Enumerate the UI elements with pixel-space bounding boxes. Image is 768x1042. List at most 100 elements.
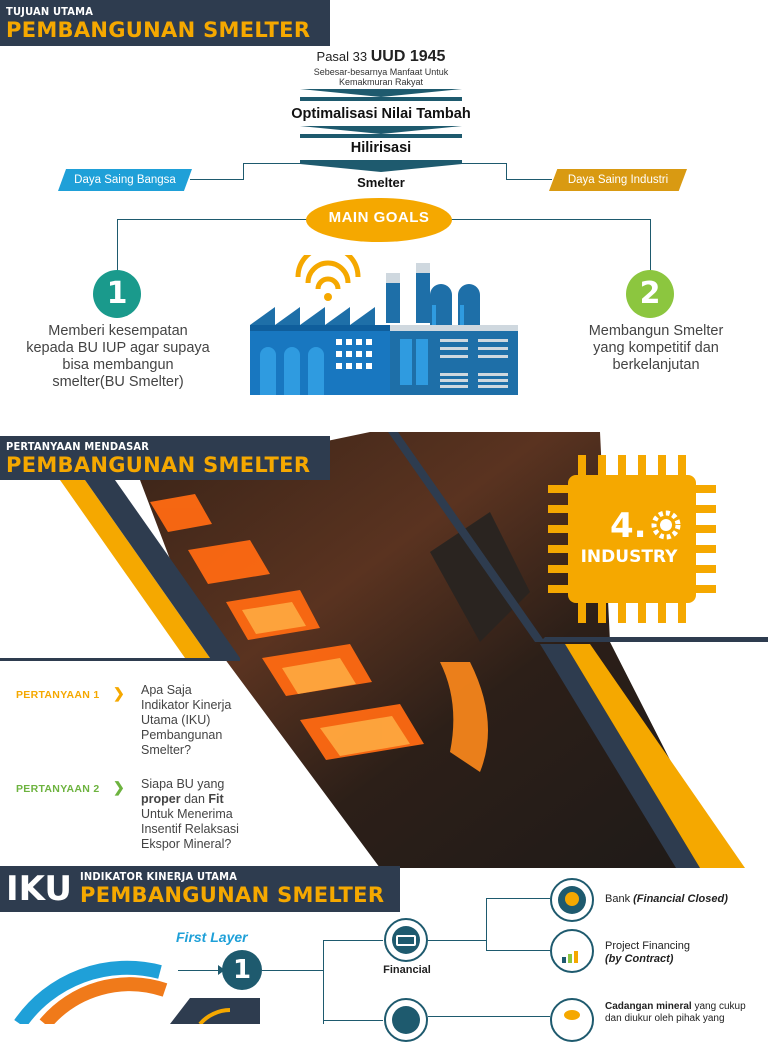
question2-label: PERTANYAAN 2 — [16, 783, 100, 795]
question2-text: Siapa BU yang proper dan Fit Untuk Mener… — [141, 777, 239, 852]
tag-daya-saing-industri: Daya Saing Industri — [549, 169, 687, 191]
section3-header: IKU INDIKATOR KINERJA UTAMA PEMBANGUNAN … — [0, 866, 400, 912]
q2-line1: Siapa BU yang — [141, 777, 225, 791]
q1-line3: Utama (IKU) — [141, 713, 211, 727]
goal2-line3: berkelanjutan — [612, 357, 700, 373]
industry-chip-icon — [548, 455, 716, 623]
goals-line-right-v — [650, 219, 651, 271]
q1-line5: Smelter? — [141, 743, 192, 757]
section2-header-title: PEMBANGUNAN SMELTER — [6, 453, 311, 477]
financial-label: Financial — [383, 964, 431, 976]
first-layer-label: First Layer — [176, 929, 248, 945]
chevron-right-icon: ❯ — [113, 685, 125, 701]
chart-bars-icon — [562, 949, 582, 963]
chevron-3 — [300, 164, 462, 172]
q1-line2: Indikator Kinerja — [141, 698, 232, 712]
section2-header-small: PERTANYAAN MENDASAR — [6, 440, 150, 453]
pasal-sub2: Kemakmuran Rakyat — [338, 77, 424, 87]
money-bill-icon — [396, 935, 416, 946]
pf-line1: Project Financing — [605, 940, 690, 952]
question1-text: Apa Saja Indikator Kinerja Utama (IKU) P… — [141, 683, 231, 758]
bank-prefix: Bank — [605, 893, 634, 905]
cadangan-text: Cadangan mineral yang cukup dan diukur o… — [605, 1001, 746, 1025]
section1-header-small: TUJUAN UTAMA — [6, 5, 94, 18]
bank-icon — [550, 878, 594, 922]
step-hilirisasi: Hilirisasi — [350, 140, 412, 156]
pf-line2: (by Contract) — [605, 953, 674, 965]
goal1-text: Memberi kesempatan kepada BU IUP agar su… — [12, 323, 224, 391]
cad-line2: dan diukur oleh pihak yang — [605, 1013, 725, 1024]
bar-3 — [300, 160, 462, 164]
section1-header-title: PEMBANGUNAN SMELTER — [6, 18, 311, 42]
layer-donut — [14, 960, 260, 1024]
cad-line1: Cadangan mineral yang cukup — [605, 1001, 746, 1013]
robot-icon — [384, 998, 428, 1042]
q2-line4: Insentif Relaksasi — [141, 822, 239, 836]
cad-bold: Cadangan mineral — [605, 1001, 692, 1012]
industry-label: INDUSTRY — [580, 547, 678, 567]
pasal-prefix: Pasal 33 — [316, 49, 368, 64]
connector-right-h — [462, 163, 506, 164]
connector-left-h2 — [190, 179, 244, 180]
step-optimalisasi: Optimalisasi Nilai Tambah — [291, 106, 471, 122]
arrow-line — [178, 970, 222, 971]
chevron-2 — [300, 126, 462, 134]
tree-line-c — [323, 940, 383, 941]
layer-number: 1 — [222, 950, 262, 990]
connector-right-v — [506, 163, 507, 180]
q1-line1: Apa Saja — [141, 683, 192, 697]
tag-daya-saing-bangsa: Daya Saing Bangsa — [58, 169, 192, 191]
goal2-text: Membangun Smelter yang kompetitif dan be… — [556, 323, 756, 374]
goals-line-left-v — [117, 219, 118, 271]
q2-line2: proper dan Fit — [141, 792, 239, 807]
project-financing-text: Project Financing (by Contract) — [605, 940, 690, 966]
connector-right-h2 — [506, 179, 552, 180]
pasal-bold: UUD 1945 — [370, 48, 446, 65]
financial-icon — [384, 918, 428, 962]
q2-bold-proper: proper — [141, 792, 181, 806]
goal1-number: 1 — [93, 270, 141, 318]
main-goals-badge: MAIN GOALS — [306, 198, 452, 242]
goal1-line2: kepada BU IUP agar supaya — [26, 340, 210, 356]
section3-header-small: INDIKATOR KINERJA UTAMA — [80, 870, 238, 883]
mineral-icon — [550, 998, 594, 1042]
coins-icon — [564, 1010, 580, 1020]
q2-bold-fit: Fit — [208, 792, 224, 806]
tree-line-g — [486, 898, 550, 899]
goal2-line2: yang kompetitif dan — [593, 340, 719, 356]
arrow-head-icon — [218, 965, 225, 975]
tree-line-d — [323, 1020, 383, 1021]
goal2-number: 2 — [626, 270, 674, 318]
connector-left-v — [243, 163, 244, 180]
chevron-right-icon: ❯ — [113, 779, 125, 795]
q2-line3: Untuk Menerima — [141, 807, 233, 821]
bar-1 — [300, 97, 462, 101]
goal2-line1: Membangun Smelter — [588, 323, 724, 339]
pasal-sub1: Sebesar-besarnya Manfaat Untuk — [313, 67, 449, 77]
q2-line5: Ekspor Mineral? — [141, 837, 232, 851]
tree-line-i — [428, 1016, 550, 1017]
factory-icon — [250, 255, 518, 395]
goal1-line4: smelter(BU Smelter) — [52, 374, 184, 390]
tree-line-h — [486, 950, 550, 951]
robot-inner-icon — [392, 1006, 420, 1034]
goals-line-left — [117, 219, 307, 220]
goal1-line3: bisa membangun — [62, 357, 174, 373]
tree-line-e — [428, 940, 486, 941]
section2-header: PERTANYAAN MENDASAR PEMBANGUNAN SMELTER — [0, 436, 330, 480]
step-smelter: Smelter — [357, 175, 405, 190]
bar-2 — [300, 134, 462, 138]
tree-line-f — [486, 898, 487, 950]
tree-line-b — [323, 940, 324, 1024]
q1-line4: Pembangunan — [141, 728, 223, 742]
section1-header: TUJUAN UTAMA PEMBANGUNAN SMELTER — [0, 0, 330, 46]
project-financing-icon — [550, 929, 594, 973]
goal1-line1: Memberi kesempatan — [48, 323, 188, 339]
bank-text: Bank (Financial Closed) — [605, 893, 728, 906]
q2-mid: dan — [180, 792, 209, 806]
connector-left-h — [243, 163, 300, 164]
industry-number: 4. — [610, 506, 647, 546]
pasal-title: Pasal 33 UUD 1945 — [250, 48, 512, 66]
goals-line-right — [450, 219, 651, 220]
bank-italic: (Financial Closed) — [633, 893, 728, 905]
